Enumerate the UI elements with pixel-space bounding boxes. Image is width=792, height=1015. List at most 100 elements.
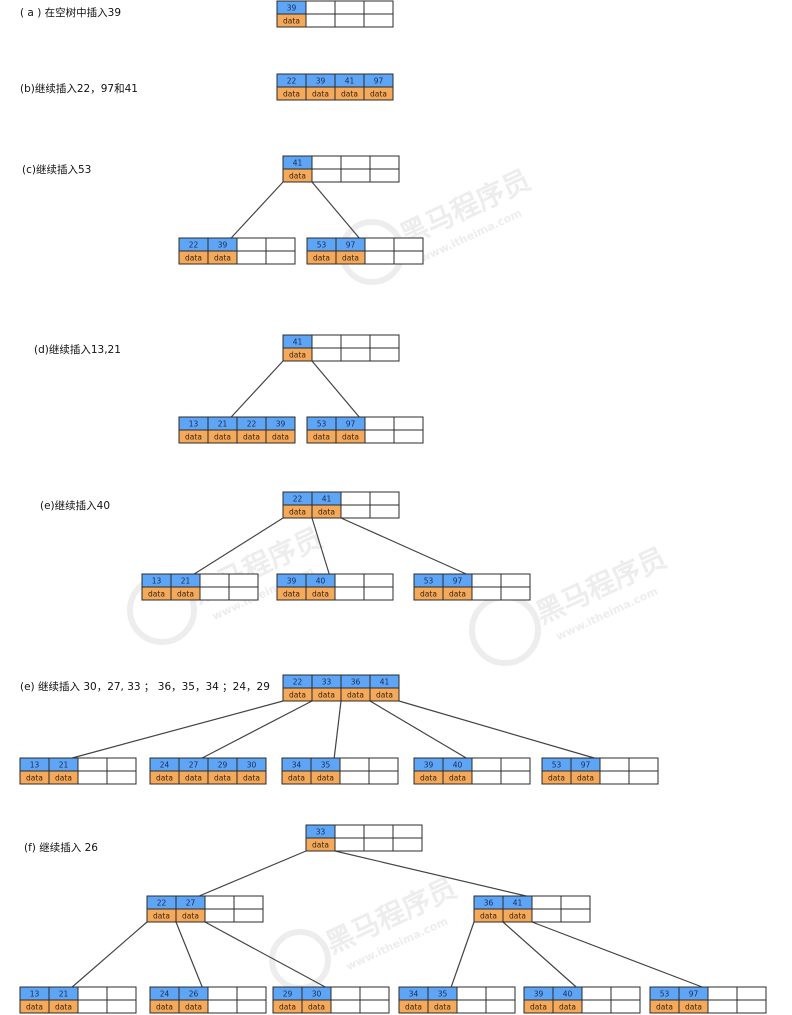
data-label: data: [318, 691, 335, 700]
data-label: data: [148, 590, 165, 599]
empty-data-cell: [77, 770, 108, 785]
data-label: data: [313, 254, 330, 263]
empty-data-cell: [305, 13, 336, 28]
data-label: data: [312, 590, 329, 599]
tree-edge: [334, 850, 527, 897]
empty-key-cell: [369, 491, 400, 506]
data-label: data: [480, 912, 497, 921]
data-label: data: [313, 433, 330, 442]
data-label: data: [449, 590, 466, 599]
step-label: (d)继续插入13,21: [34, 343, 121, 356]
key-value: 35: [438, 990, 448, 999]
data-label: data: [548, 774, 565, 783]
tree-edge: [193, 517, 284, 575]
key-value: 53: [552, 761, 562, 770]
empty-key-cell: [364, 416, 395, 431]
key-value: 53: [660, 990, 670, 999]
labels-layer: ( a ) 在空树中插入39(b)继续插入22，97和41(c)继续插入53(d…: [20, 6, 270, 854]
empty-data-cell: [340, 504, 371, 519]
data-label: data: [342, 254, 359, 263]
data-label: data: [318, 508, 335, 517]
empty-data-cell: [500, 770, 531, 785]
empty-key-cell: [560, 895, 591, 910]
empty-data-cell: [364, 429, 395, 444]
empty-data-cell: [204, 908, 235, 923]
empty-key-cell: [531, 895, 562, 910]
empty-data-cell: [334, 837, 365, 852]
key-value: 41: [513, 899, 523, 908]
key-value: 36: [484, 899, 494, 908]
data-label: data: [185, 433, 202, 442]
empty-data-cell: [340, 347, 371, 362]
key-value: 39: [218, 241, 228, 250]
key-value: 53: [317, 241, 327, 250]
empty-key-cell: [334, 824, 365, 839]
data-label: data: [342, 433, 359, 442]
key-value: 39: [287, 577, 297, 586]
data-label: data: [434, 1003, 451, 1012]
data-label: data: [153, 912, 170, 921]
key-value: 41: [293, 159, 303, 168]
tree-edge: [311, 517, 330, 575]
empty-key-cell: [393, 416, 424, 431]
step-label: (c)继续插入53: [22, 163, 91, 176]
data-label: data: [288, 774, 305, 783]
key-value: 39: [287, 4, 297, 13]
data-label: data: [289, 691, 306, 700]
data-label: data: [182, 912, 199, 921]
data-label: data: [156, 774, 173, 783]
empty-data-cell: [392, 837, 423, 852]
key-value: 39: [534, 990, 544, 999]
empty-key-cell: [106, 986, 137, 1001]
empty-key-cell: [393, 237, 424, 252]
data-cell: [236, 770, 267, 785]
empty-key-cell: [340, 491, 371, 506]
empty-key-cell: [311, 155, 342, 170]
key-value: 40: [453, 761, 463, 770]
data-label: data: [405, 1003, 422, 1012]
empty-key-cell: [369, 334, 400, 349]
empty-data-cell: [581, 999, 612, 1014]
empty-key-cell: [233, 895, 264, 910]
empty-key-cell: [500, 757, 531, 772]
key-value: 21: [181, 577, 191, 586]
key-value: 97: [453, 577, 463, 586]
key-value: 24: [160, 761, 170, 770]
data-label: data: [509, 912, 526, 921]
key-value: 97: [581, 761, 591, 770]
step-label: (f) 继续插入 26: [24, 841, 98, 854]
data-label: data: [341, 90, 358, 99]
empty-key-cell: [610, 986, 641, 1001]
key-value: 41: [293, 338, 303, 347]
empty-data-cell: [106, 999, 137, 1014]
watermark-circle: [269, 929, 331, 991]
empty-key-cell: [77, 757, 108, 772]
key-value: 41: [345, 77, 355, 86]
key-value: 22: [157, 899, 167, 908]
tree-edge: [201, 700, 313, 759]
tree-edge: [230, 360, 284, 418]
key-value: 97: [374, 77, 384, 86]
data-label: data: [26, 774, 43, 783]
key-value: 33: [322, 678, 332, 687]
empty-key-cell: [471, 573, 502, 588]
empty-data-cell: [363, 837, 394, 852]
key-value: 41: [380, 678, 390, 687]
empty-key-cell: [363, 824, 394, 839]
key-value: 30: [312, 990, 322, 999]
tree-edge: [531, 921, 703, 988]
key-value: 33: [316, 828, 326, 837]
key-value: 40: [563, 990, 573, 999]
data-label: data: [312, 841, 329, 850]
